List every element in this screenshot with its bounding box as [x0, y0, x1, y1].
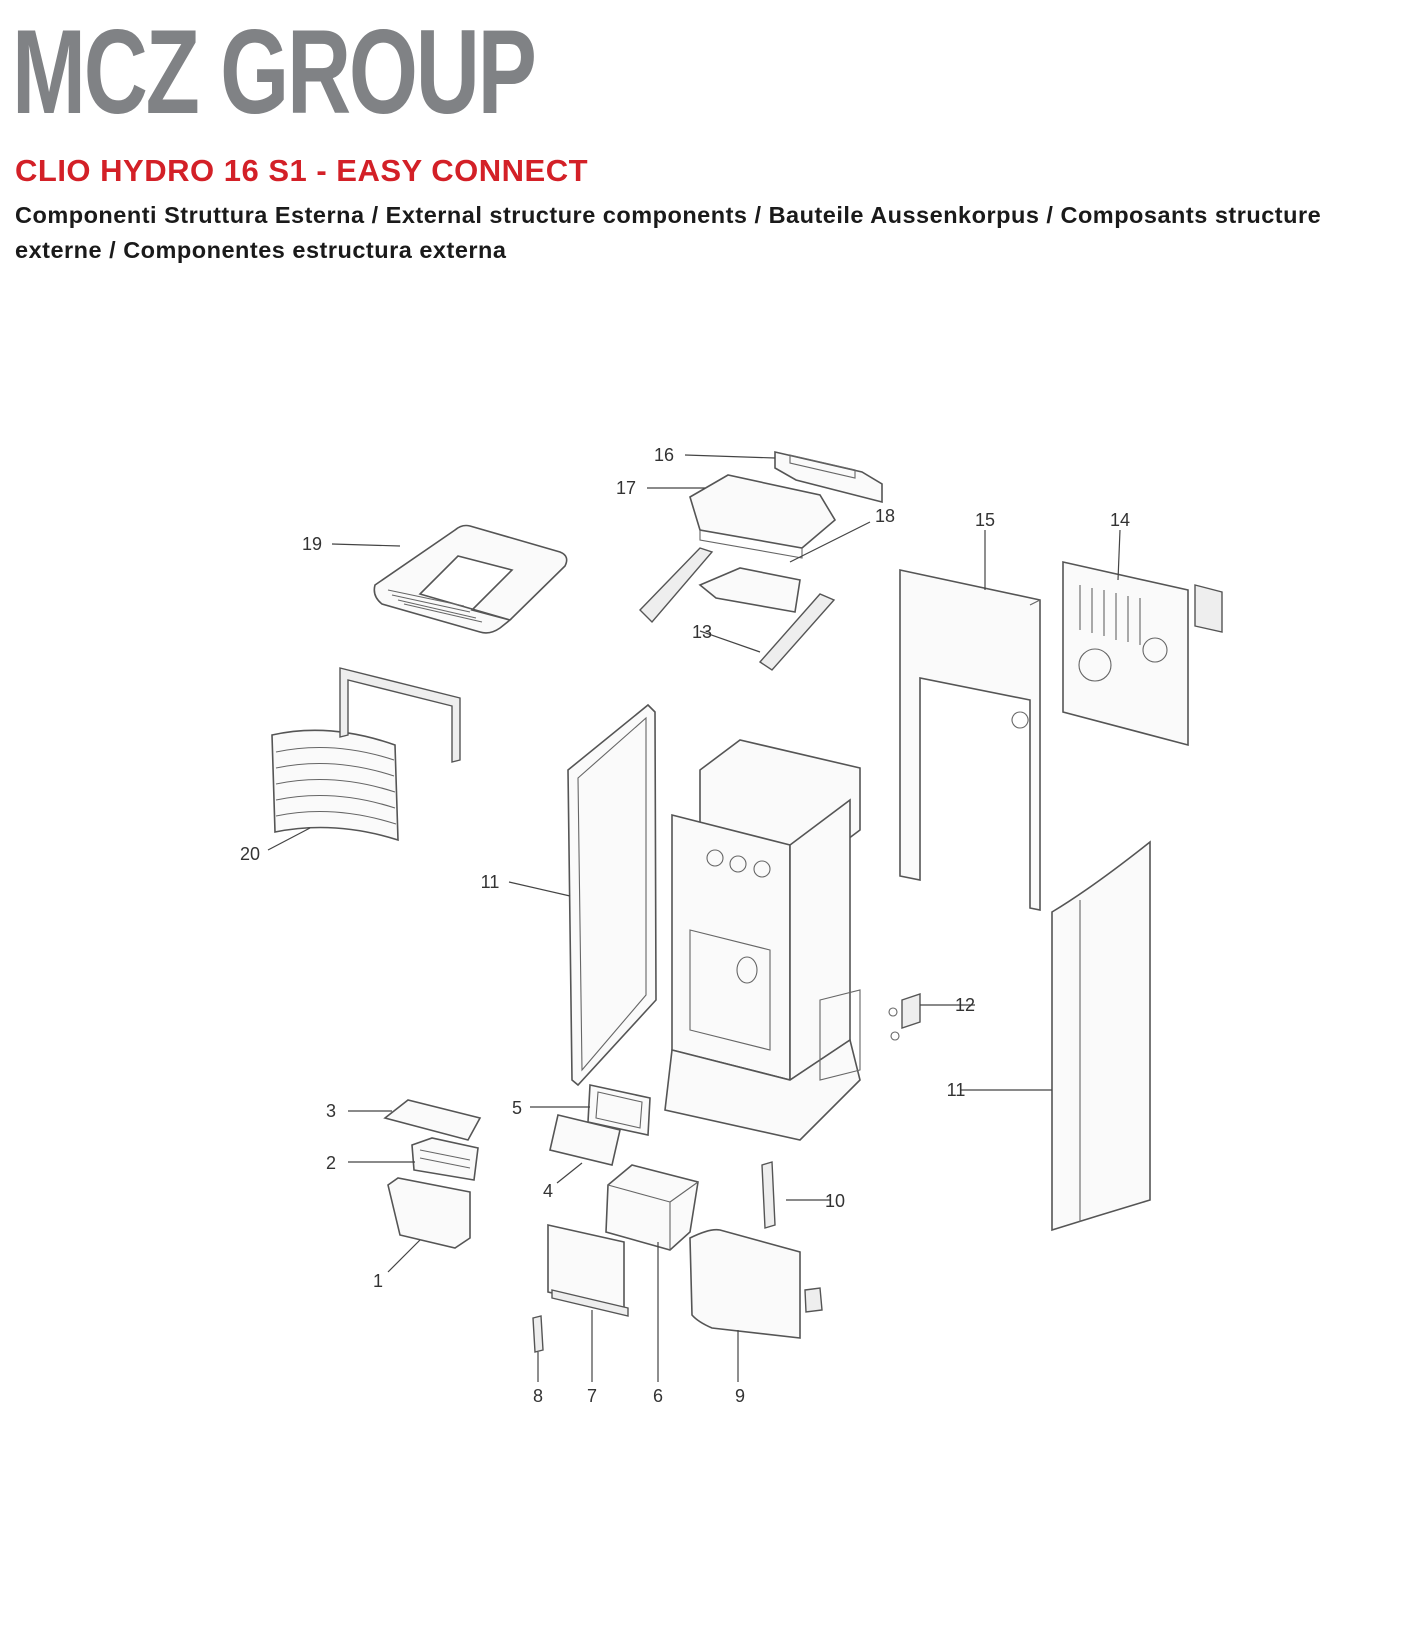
callout-11-left: 11 — [481, 872, 500, 892]
part-12-hinge — [888, 993, 921, 1041]
stove-body — [664, 739, 861, 1141]
callout-5: 5 — [512, 1098, 522, 1118]
part-9-front-door — [689, 1228, 823, 1339]
callout-11-right: 11 — [947, 1080, 966, 1100]
part-grille-frame — [339, 667, 461, 763]
callout-17: 17 — [616, 478, 636, 498]
callout-13: 13 — [692, 622, 712, 642]
callouts: 16 17 18 19 13 15 14 20 11 12 11 3 5 2 4… — [240, 445, 1130, 1406]
leader-lines — [267, 454, 1121, 1382]
part-20-front-grille — [271, 729, 399, 842]
callout-15: 15 — [975, 510, 995, 530]
callout-12: 12 — [955, 995, 975, 1015]
callout-16: 16 — [654, 445, 674, 465]
callout-10: 10 — [825, 1191, 845, 1211]
part-1-ash-drawer — [387, 1177, 471, 1249]
brand-logo: MCZ GROUP — [12, 5, 537, 139]
part-7-lower-door — [532, 1224, 629, 1353]
callout-20: 20 — [240, 844, 260, 864]
part-14-back-plate — [1062, 561, 1223, 747]
callout-19: 19 — [302, 534, 322, 554]
callout-1: 1 — [373, 1271, 383, 1291]
part-6-hopper-box — [605, 1164, 699, 1251]
section-description: Componenti Struttura Esterna / External … — [15, 202, 1322, 263]
part-13-rails — [639, 547, 836, 671]
part-18-inner-plate — [698, 567, 801, 613]
part-17-top-plate — [689, 474, 837, 559]
callout-6: 6 — [653, 1386, 663, 1406]
callout-3: 3 — [326, 1101, 336, 1121]
part-19-top-cover — [373, 524, 568, 634]
callout-14: 14 — [1110, 510, 1130, 530]
part-3-tray-part — [383, 1099, 482, 1141]
part-10-door-bracket — [761, 1161, 776, 1229]
part-11-right-side-panel — [1051, 840, 1151, 1232]
callout-9: 9 — [735, 1386, 745, 1406]
callout-18: 18 — [875, 506, 895, 526]
model-title: CLIO HYDRO 16 S1 - EASY CONNECT — [15, 153, 589, 188]
callout-2: 2 — [326, 1153, 336, 1173]
part-2-brazier — [411, 1137, 479, 1181]
part-4-plate — [549, 1114, 621, 1166]
part-15-rear-panel — [899, 569, 1041, 911]
callout-4: 4 — [543, 1181, 553, 1201]
part-16-control-panel — [774, 450, 883, 504]
callout-8: 8 — [533, 1386, 543, 1406]
callout-7: 7 — [587, 1386, 597, 1406]
part-11-left-side-panel — [567, 703, 657, 1087]
part-5-frame — [587, 1084, 651, 1136]
